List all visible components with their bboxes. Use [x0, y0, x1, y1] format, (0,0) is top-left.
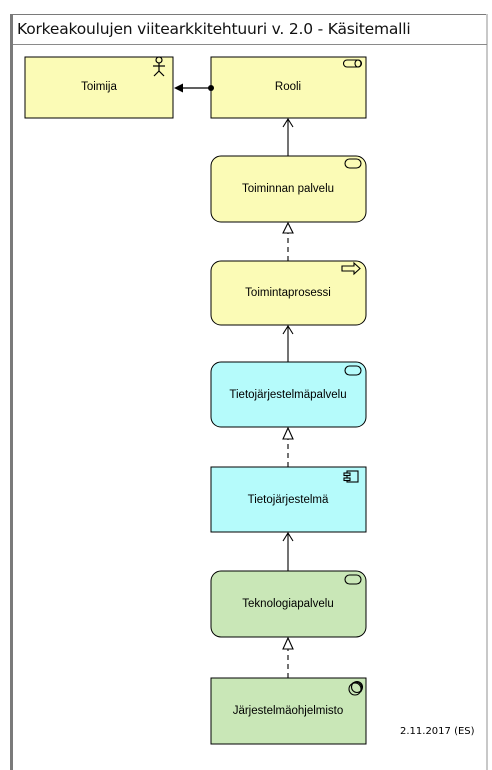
element-box	[210, 677, 367, 745]
diagram-title: Korkeakoulujen viitearkkitehtuuri v. 2.0…	[17, 20, 411, 38]
date-label: 2.11.2017 (ES)	[400, 726, 475, 737]
diagram-frame-shadow	[486, 14, 488, 770]
realization-relation	[282, 426, 294, 467]
service-icon	[344, 158, 362, 169]
element-tietojarjestelmapalvelu[interactable]: Tietojärjestelmäpalvelu	[210, 361, 367, 428]
service-icon	[344, 574, 362, 585]
element-tietojarjestelma[interactable]: Tietojärjestelmä	[210, 466, 367, 533]
element-label: Toiminnan palvelu	[242, 183, 334, 195]
element-label: Tietojärjestelmä	[248, 494, 329, 506]
element-label: Toimintaprosessi	[245, 287, 331, 299]
serving-relation	[282, 324, 294, 362]
component-icon	[343, 470, 359, 483]
element-label: Teknologiapalvelu	[242, 598, 333, 610]
realization-relation	[282, 221, 294, 261]
actor-icon	[153, 56, 165, 77]
element-jarjestelmaohjelmisto[interactable]: Järjestelmäohjelmisto	[210, 677, 367, 745]
serving-relation	[282, 117, 294, 156]
serving-relation	[282, 531, 294, 571]
element-toimintaprosessi[interactable]: Toimintaprosessi	[210, 260, 367, 326]
element-box	[210, 466, 367, 533]
element-rooli[interactable]: Rooli	[210, 56, 367, 119]
assignment-relation	[174, 83, 214, 93]
title-divider	[13, 44, 487, 45]
element-teknologiapalvelu[interactable]: Teknologiapalvelu	[210, 570, 367, 638]
realization-relation	[282, 636, 294, 678]
process-icon	[341, 261, 361, 276]
element-label: Toimija	[81, 81, 117, 93]
element-toiminnan-palvelu[interactable]: Toiminnan palvelu	[210, 155, 367, 223]
element-label: Järjestelmäohjelmisto	[233, 705, 344, 717]
service-icon	[344, 365, 362, 376]
element-box	[210, 56, 367, 119]
element-toimija[interactable]: Toimija	[24, 56, 174, 119]
element-box	[24, 56, 174, 119]
role-icon	[342, 59, 363, 68]
element-label: Tietojärjestelmäpalvelu	[229, 389, 346, 401]
element-label: Rooli	[275, 81, 301, 93]
system-software-icon	[348, 680, 364, 696]
diagram-frame	[10, 14, 488, 770]
